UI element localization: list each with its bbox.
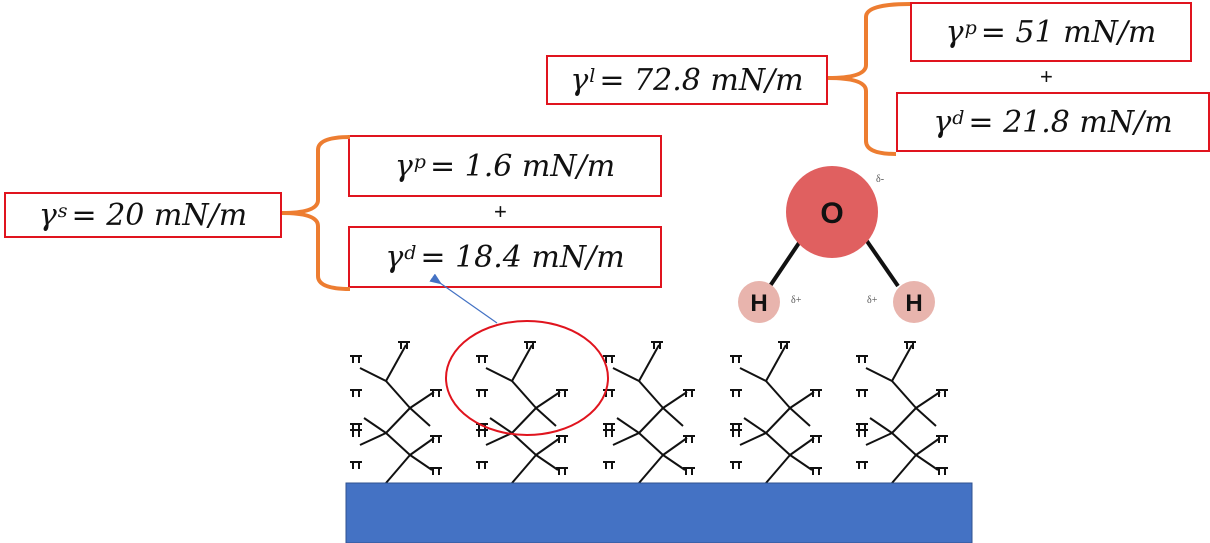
fluorine-terminal-icon — [683, 435, 695, 443]
liquid-total-value: = 72.8 mN/m — [599, 62, 804, 98]
fluorine-terminal-icon — [936, 435, 948, 443]
fluorine-terminal-icon — [476, 423, 488, 431]
fluorine-terminal-icon — [556, 435, 568, 443]
solid-dispersive-sup: d — [404, 242, 417, 264]
fluorine-terminal-icon — [810, 435, 822, 443]
solid-dispersive-value: = 18.4 mN/m — [420, 239, 625, 275]
liquid-plus-sign: + — [1040, 64, 1053, 89]
fluorine-terminal-icon — [603, 429, 615, 437]
fluorine-terminal-icon — [936, 389, 948, 397]
fluorine-terminal-icon — [810, 467, 822, 475]
fluorine-terminal-icon — [476, 461, 488, 469]
highlight-circle — [445, 320, 609, 436]
fluorine-terminal-icon — [430, 467, 442, 475]
fluorine-terminal-icon — [856, 461, 868, 469]
fluorine-terminal-icon — [476, 389, 488, 397]
fluorine-terminal-icon — [603, 355, 615, 363]
fluorine-terminal-icon — [556, 467, 568, 475]
substrate-block — [345, 482, 973, 543]
fluorine-terminal-icon — [398, 341, 410, 349]
hydrogen-left-label: H — [750, 290, 767, 317]
liquid-polar-value: = 51 mN/m — [980, 14, 1157, 50]
fluorine-terminal-icon — [651, 341, 663, 349]
fluorine-terminal-icon — [350, 389, 362, 397]
liquid-dispersive-value: = 21.8 mN/m — [968, 104, 1173, 140]
fluorine-terminal-icon — [430, 389, 442, 397]
solid-plus-sign: + — [494, 199, 507, 224]
fluorine-terminal-icon — [856, 389, 868, 397]
fluorine-terminal-icon — [524, 341, 536, 349]
solid-dispersive-symbol: γ — [385, 239, 404, 275]
water-molecule-icon: O H H δ- δ+ δ+ — [738, 166, 935, 323]
oxygen-atom — [786, 166, 878, 258]
solid-polar-value: = 1.6 mN/m — [429, 148, 616, 184]
delta-plus-right-label: δ+ — [867, 295, 878, 306]
fluorocarbon-chains — [350, 341, 948, 484]
solid-brace — [281, 135, 351, 291]
fluorine-terminal-icon — [856, 355, 868, 363]
fluorine-terminal-icon — [810, 389, 822, 397]
liquid-total-sup: l — [589, 65, 596, 87]
fluorine-terminal-icon — [476, 429, 488, 437]
fluorine-terminal-icon — [730, 423, 742, 431]
fluorine-terminal-icon — [730, 355, 742, 363]
liquid-dispersive-symbol: γ — [933, 104, 952, 140]
fluorine-terminal-icon — [350, 429, 362, 437]
liquid-polar-sup: p — [964, 17, 977, 39]
liquid-polar-symbol: γ — [945, 14, 964, 50]
fluorine-terminal-icon — [778, 341, 790, 349]
fluorine-terminal-icon — [683, 467, 695, 475]
fluorine-terminal-icon — [603, 461, 615, 469]
oxygen-label: O — [820, 197, 843, 230]
fluorine-terminal-icon — [904, 341, 916, 349]
solid-polar-sup: p — [413, 151, 426, 173]
fluorine-terminal-icon — [603, 389, 615, 397]
fluorine-terminal-icon — [936, 467, 948, 475]
solid-polar-symbol: γ — [394, 148, 413, 184]
hydrogen-atom-right — [893, 281, 935, 323]
fluorine-terminal-icon — [730, 461, 742, 469]
fluorine-terminal-icon — [350, 355, 362, 363]
hydrogen-right-label: H — [905, 290, 922, 317]
hydrogen-atom-left — [738, 281, 780, 323]
solid-total-value: = 20 mN/m — [71, 197, 248, 233]
fluorine-terminal-icon — [350, 461, 362, 469]
solid-total-symbol: γ — [38, 197, 57, 233]
fluorine-terminal-icon — [730, 389, 742, 397]
fluorine-terminal-icon — [556, 389, 568, 397]
fluorine-terminal-icon — [350, 423, 362, 431]
fluorine-terminal-icon — [856, 429, 868, 437]
liquid-total-symbol: γ — [570, 62, 589, 98]
fluorine-terminal-icon — [603, 423, 615, 431]
delta-minus-label: δ- — [876, 174, 884, 185]
fluorine-terminal-icon — [430, 435, 442, 443]
fluorine-terminal-icon — [856, 423, 868, 431]
solid-total-sup: s — [57, 200, 68, 222]
liquid-dispersive-sup: d — [952, 107, 965, 129]
fluorine-terminal-icon — [683, 389, 695, 397]
delta-plus-left-label: δ+ — [791, 295, 802, 306]
pointer-arrow — [429, 273, 498, 324]
fluorine-terminal-icon — [476, 355, 488, 363]
fluorine-terminal-icon — [730, 429, 742, 437]
